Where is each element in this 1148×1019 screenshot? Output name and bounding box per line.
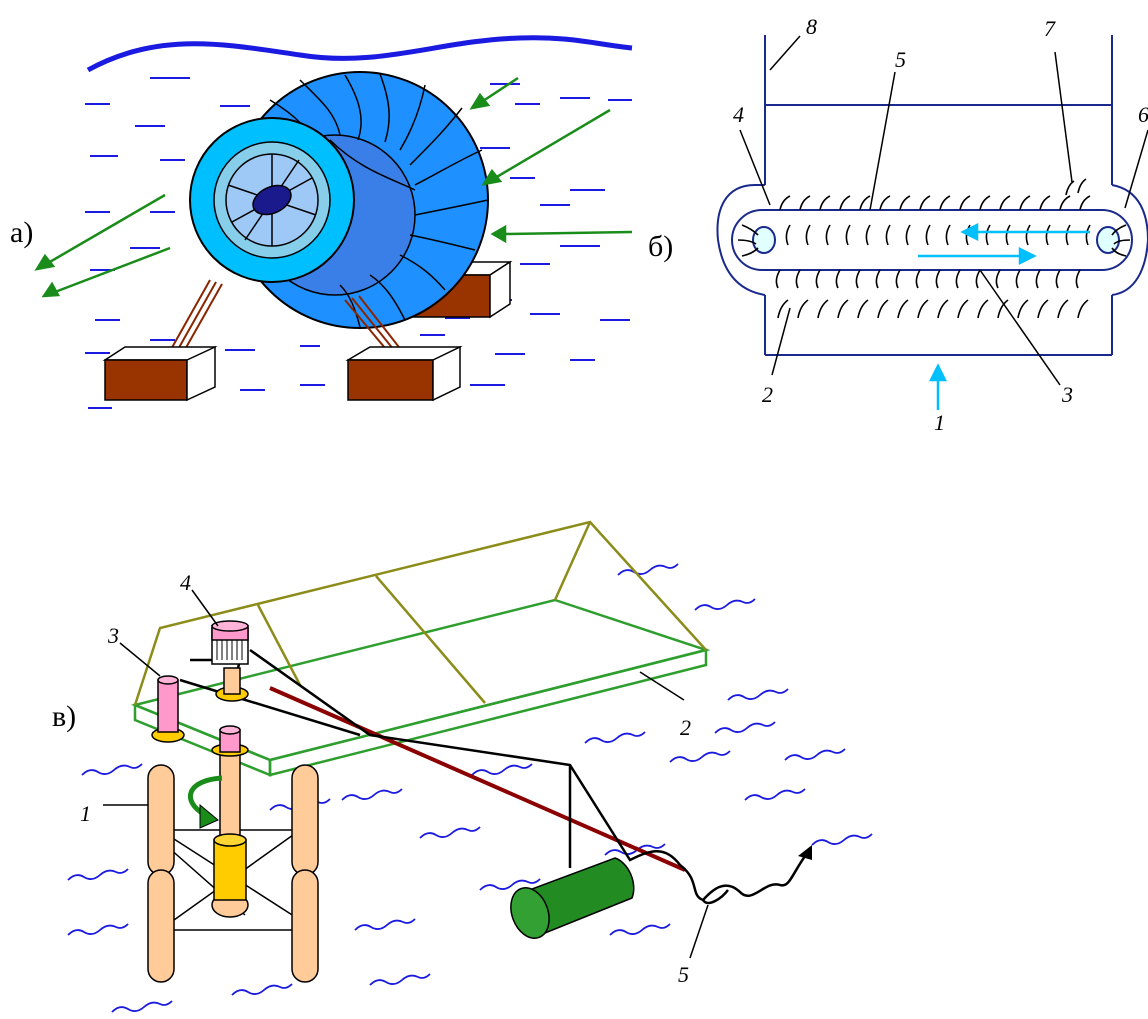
pulley-left (752, 226, 776, 254)
wave-output-arrow (702, 851, 809, 901)
panel-b-number-1: 1 (934, 410, 945, 435)
shaft-3 (151, 675, 185, 743)
turbine-hub (252, 184, 292, 216)
panel-b-number-5: 5 (895, 47, 906, 72)
water-surface-line (86, 35, 633, 73)
water-dash-marks (85, 77, 632, 409)
conveyor-belt (731, 209, 1133, 271)
panel-b-number-6: 6 (1138, 102, 1148, 127)
panel-b-leader-lines (739, 35, 1148, 386)
panel-b: б) (648, 14, 1148, 435)
panel-c-number-4: 4 (180, 570, 191, 595)
support-floats (147, 764, 319, 983)
panel-a-label: а) (10, 216, 33, 249)
rotation-arrowhead (199, 803, 219, 829)
panel-b-number-2: 2 (762, 382, 773, 407)
roof-frame (133, 520, 707, 706)
drive-rope (179, 648, 729, 905)
panel-a: а) (10, 35, 633, 409)
panel-b-number-8: 8 (806, 14, 817, 39)
mooring-cable (269, 686, 686, 872)
panel-c-number-5: 5 (678, 962, 689, 987)
panel-b-number-4: 4 (733, 102, 744, 127)
panel-c-number-2: 2 (680, 715, 691, 740)
panel-c: в) (52, 520, 873, 1013)
buoy (510, 857, 635, 939)
panel-c-number-3: 3 (107, 623, 119, 648)
anchor-block-right (345, 345, 463, 402)
anchor-block-left (102, 345, 218, 402)
panel-b-label: б) (648, 230, 673, 263)
central-column (211, 725, 249, 901)
belt-blades (737, 178, 1131, 319)
wave-output-arrowhead (798, 845, 812, 860)
rotation-arrow (187, 775, 223, 818)
panel-c-label: в) (52, 700, 76, 733)
panel-b-number-3: 3 (1061, 382, 1073, 407)
panel-c-number-1: 1 (80, 801, 91, 826)
channel-walls (716, 35, 1148, 356)
panel-c-leader-lines (103, 589, 709, 959)
flow-arrows (918, 222, 1090, 410)
current-arrows (34, 76, 633, 298)
generator-4 (211, 620, 249, 702)
panel-b-number-7: 7 (1044, 16, 1056, 41)
wave-squiggles (67, 563, 873, 1013)
